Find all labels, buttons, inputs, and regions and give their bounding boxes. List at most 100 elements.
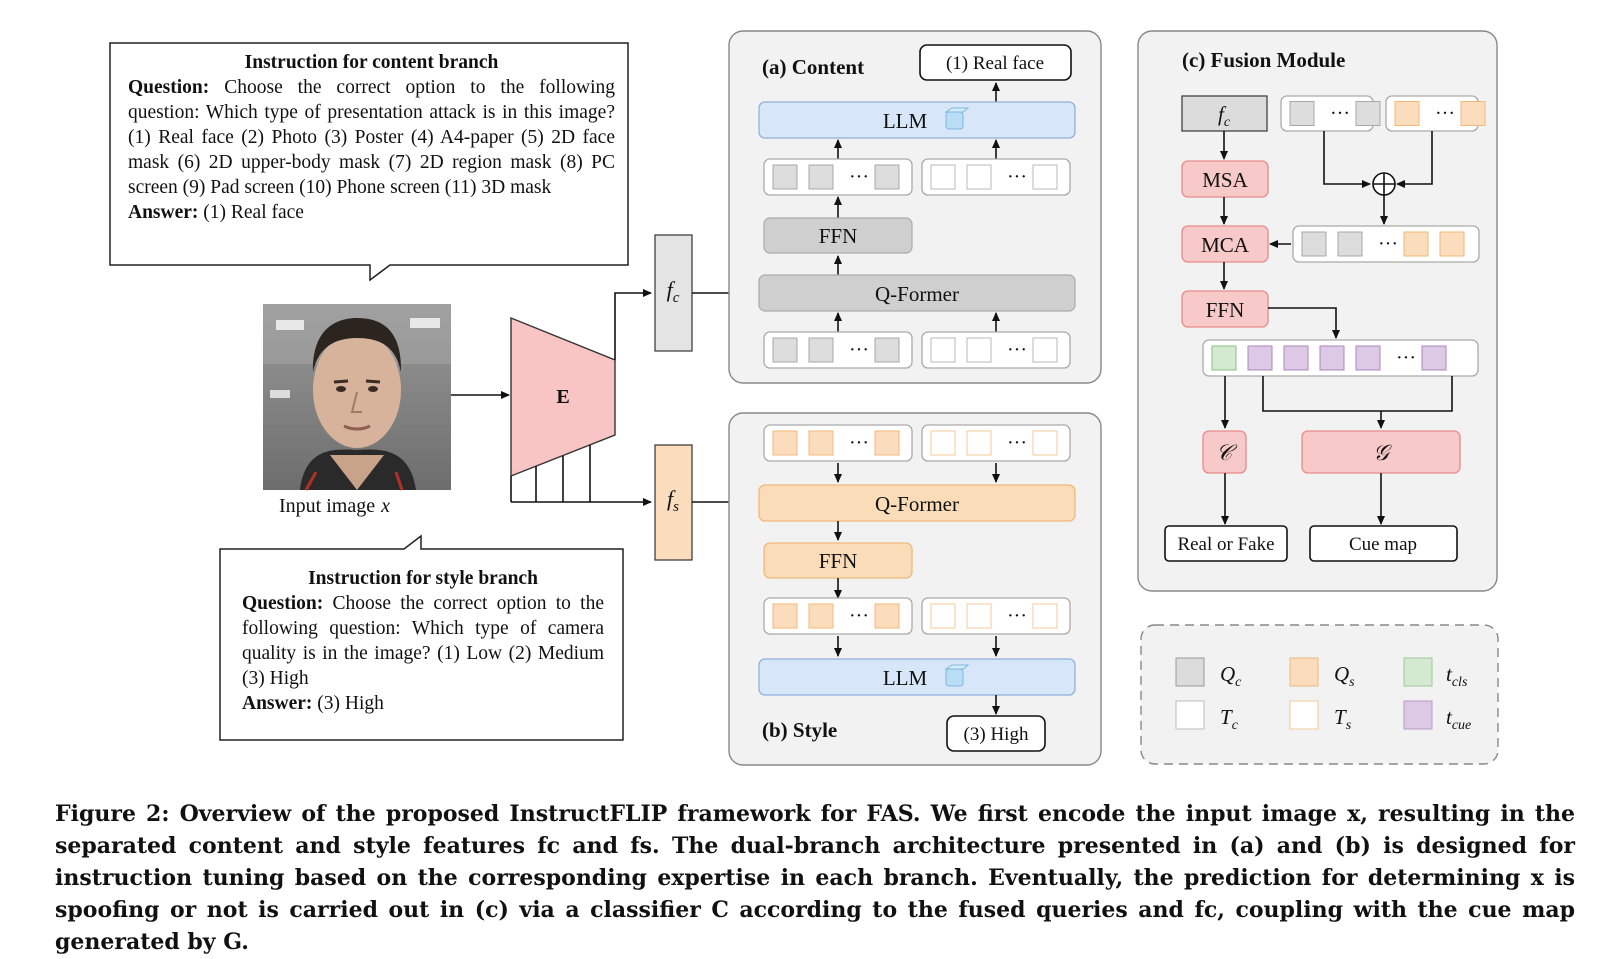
- ellipsis-dots: ···: [1435, 103, 1455, 125]
- qc-row-token: [772, 337, 798, 363]
- fc-feature-block: [654, 234, 693, 352]
- content-output-text: (1) Real face: [946, 53, 1044, 74]
- qc-row-token: [874, 164, 900, 190]
- content-instruction-answer: Answer: (1) Real face: [128, 202, 304, 223]
- fusion-ffn-block: [1181, 290, 1269, 328]
- style-instruction-question: Question: Choose the correct option to t…: [242, 593, 604, 689]
- style-instruction-answer: Answer: (3) High: [242, 693, 384, 714]
- content-ffn-block: [763, 217, 913, 254]
- fusion-out-token: [1247, 345, 1273, 371]
- qc-row-token: [808, 164, 834, 190]
- encoder-label: E: [556, 386, 569, 408]
- legend-qs: Qs: [1289, 657, 1355, 690]
- ellipsis-dots: ···: [1378, 233, 1398, 255]
- fusion-fc-label: fc: [1218, 102, 1231, 130]
- fusion-style-queries: ···: [1385, 95, 1486, 132]
- legend-qc: Qc: [1175, 657, 1242, 690]
- fusion-qc-token: [1289, 101, 1315, 126]
- ellipsis-dots: ···: [849, 166, 869, 188]
- content-output-box: [919, 44, 1072, 81]
- svg-text:Qs: Qs: [1334, 662, 1355, 690]
- cue-map-label: Cue map: [1349, 534, 1417, 555]
- ts-row-token: [1032, 430, 1058, 456]
- svg-text:tcls: tcls: [1446, 662, 1468, 690]
- style-text-token-row-lower: ···: [921, 597, 1071, 635]
- fusion-fused-token: [1301, 231, 1327, 257]
- ellipsis-dots: ···: [1007, 605, 1027, 627]
- style-query-token-row-upper: ···: [763, 424, 913, 462]
- fusion-ffn-label: FFN: [1206, 298, 1245, 322]
- arrow-ffn-to-output-tokens: [1268, 307, 1340, 339]
- style-qformer-block: [758, 484, 1076, 522]
- ellipsis-dots: ···: [1007, 432, 1027, 454]
- fs-feature-block: [654, 444, 693, 561]
- content-ffn-label: FFN: [819, 224, 858, 248]
- fusion-qs-token: [1394, 101, 1420, 126]
- real-or-fake-box: [1164, 525, 1288, 562]
- ts-row-token: [930, 603, 956, 629]
- qs-row-token: [772, 430, 798, 456]
- mca-label: MCA: [1201, 233, 1250, 257]
- fusion-out-token: [1421, 345, 1447, 371]
- qs-row-token: [874, 603, 900, 629]
- cue-map-box: [1309, 525, 1458, 562]
- fusion-out-token: [1211, 345, 1237, 371]
- tc-row-token: [930, 337, 956, 363]
- tc-row-token: [966, 164, 992, 190]
- content-qformer-label: Q-Former: [875, 282, 959, 306]
- style-instruction-text: Instruction for style branch Question: C…: [242, 566, 604, 716]
- fusion-content-queries: ···: [1280, 95, 1381, 132]
- content-instruction-bubble: [109, 42, 629, 282]
- style-branch-panel: [728, 412, 1102, 766]
- ts-row-token: [1032, 603, 1058, 629]
- content-llm-label: LLM: [883, 109, 928, 133]
- arrow-qc-to-sum: [1323, 131, 1371, 188]
- content-instruction-title: Instruction for content branch: [244, 52, 499, 73]
- generator-label: 𝒢: [1373, 440, 1392, 465]
- content-branch-panel: [728, 30, 1102, 384]
- ellipsis-dots: ···: [1330, 103, 1350, 125]
- tc-row-token: [930, 164, 956, 190]
- tc-row-token: [1032, 337, 1058, 363]
- frozen-ice-icon: [944, 107, 970, 130]
- style-output-text: (3) High: [964, 724, 1029, 745]
- encoder-trapezoid: [510, 316, 616, 478]
- fusion-fused-token: [1439, 231, 1465, 257]
- encoder-multilevel-lines: [510, 445, 652, 506]
- style-ffn-label: FFN: [819, 549, 858, 573]
- frozen-ice-icon: [944, 664, 970, 687]
- style-llm-block: [758, 658, 1076, 696]
- fusion-out-token: [1355, 345, 1381, 371]
- fusion-fused-token: [1403, 231, 1429, 257]
- svg-text:Ts: Ts: [1334, 705, 1352, 733]
- ellipsis-dots: ···: [1007, 339, 1027, 361]
- qs-row-token: [772, 603, 798, 629]
- qc-row-token: [772, 164, 798, 190]
- svg-text:tcue: tcue: [1446, 705, 1471, 733]
- mca-block: [1181, 225, 1269, 263]
- ellipsis-dots: ···: [849, 605, 869, 627]
- style-branch-title: (b) Style: [762, 718, 837, 742]
- fusion-fused-token: [1337, 231, 1363, 257]
- content-qformer-block: [758, 274, 1076, 312]
- style-qformer-label: Q-Former: [875, 492, 959, 516]
- ellipsis-dots: ···: [1396, 347, 1416, 369]
- fusion-qs-token: [1460, 101, 1486, 126]
- style-output-box: [946, 715, 1046, 752]
- legend-tcls: tcls: [1403, 657, 1468, 690]
- style-instruction-title: Instruction for style branch: [308, 568, 538, 589]
- legend-tc: Tc: [1175, 700, 1239, 733]
- fusion-fc-block: [1181, 95, 1268, 132]
- content-text-token-row-upper: ···: [921, 158, 1071, 196]
- legend-ts: Ts: [1289, 700, 1352, 733]
- content-llm-block: [758, 101, 1076, 139]
- fusion-output-token-row: ···: [1202, 339, 1479, 377]
- cue-token-merge-line: [1262, 376, 1453, 412]
- svg-text:Qc: Qc: [1220, 662, 1242, 690]
- fusion-module-title: (c) Fusion Module: [1182, 48, 1345, 72]
- qc-row-token: [874, 337, 900, 363]
- style-text-token-row-upper: ···: [921, 424, 1071, 462]
- qs-row-token: [808, 430, 834, 456]
